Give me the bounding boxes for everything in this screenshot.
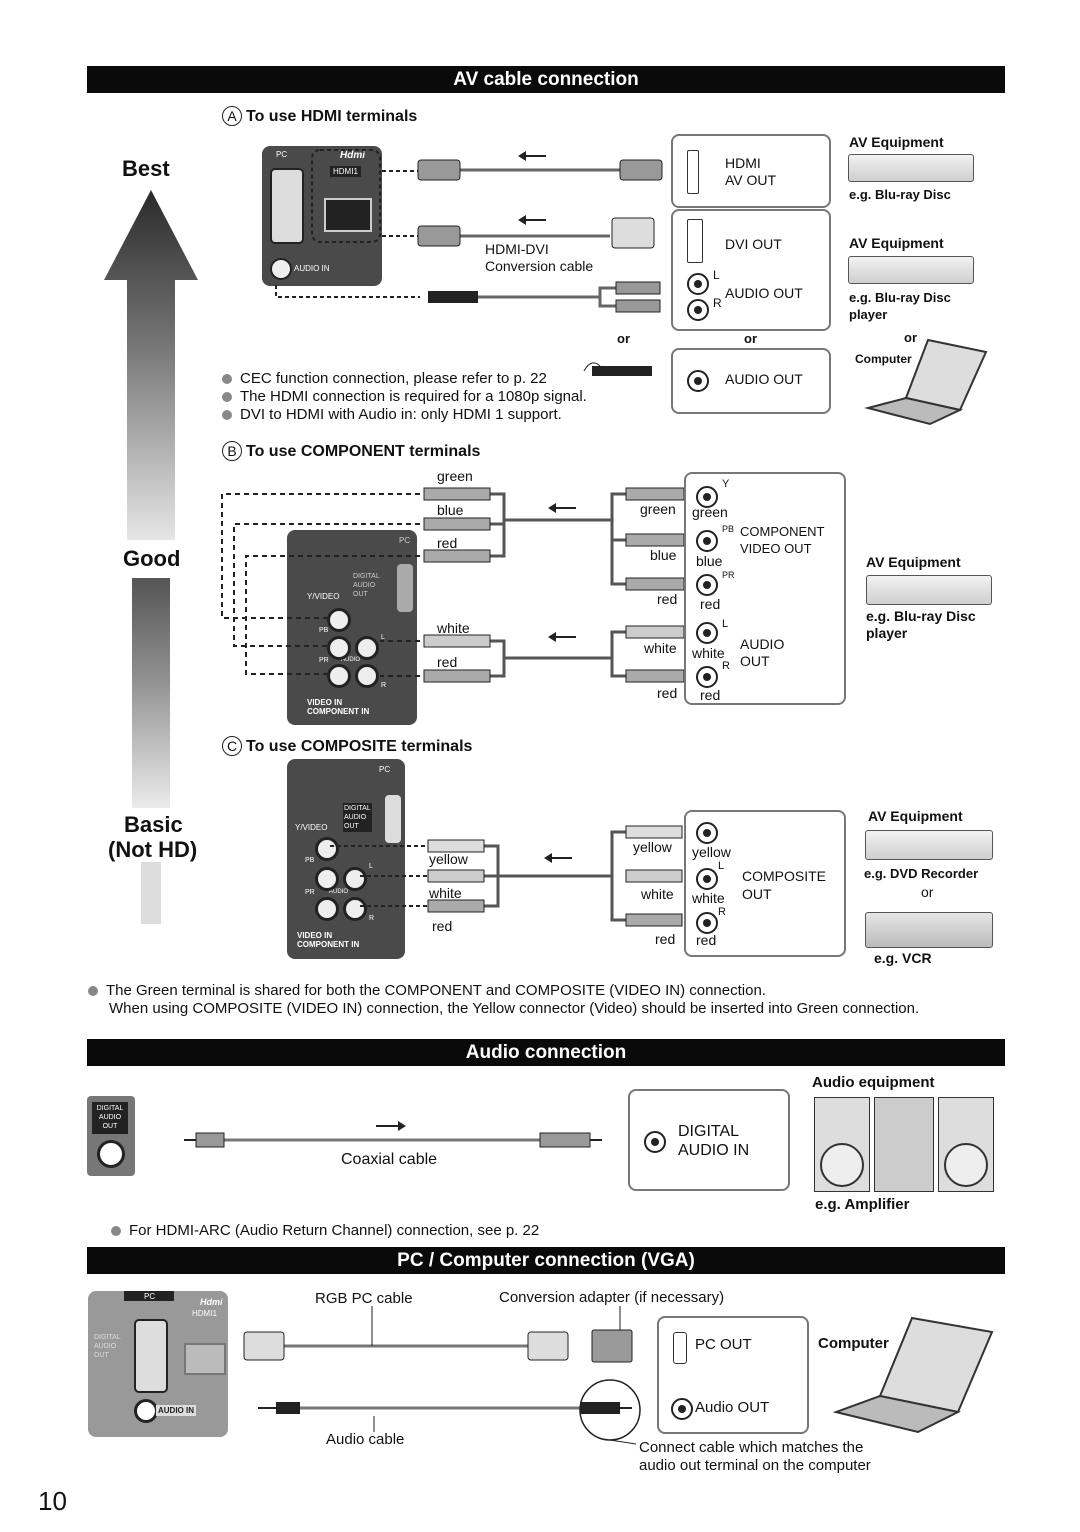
pc-section-header: PC / Computer connection (VGA)	[87, 1247, 1005, 1274]
tv-composite-panel: PC DIGITAL AUDIO OUT Y/VIDEO PB PR AUDIO…	[287, 759, 405, 959]
coaxial-cable-label: Coaxial cable	[341, 1151, 438, 1168]
comp-plug-label: white	[644, 640, 677, 656]
computer-label-2: Computer	[818, 1335, 889, 1352]
comp-plug-label: red	[655, 931, 676, 947]
dvd-recorder-icon	[865, 830, 993, 860]
av-equipment-label-1: AV Equipment	[849, 134, 944, 150]
connect-note-2: audio out terminal on the computer	[639, 1457, 871, 1474]
digital-audio-in-box: DIGITAL AUDIO IN	[628, 1089, 790, 1191]
marker-c-icon: C	[222, 736, 242, 756]
audio-out-l-jack	[687, 273, 709, 295]
rgb-cable-label: RGB PC cable	[315, 1290, 413, 1307]
comp-left-label: yellow	[429, 851, 468, 867]
hdmi-dvi-cable-label: HDMI-DVI	[485, 241, 549, 257]
comp-plug-label: green	[640, 501, 676, 517]
comp-plug-label: blue	[650, 547, 677, 563]
hdmi-av-out-box: HDMI AV OUT	[671, 134, 831, 208]
audio-equipment-label: Audio equipment	[812, 1074, 935, 1091]
marker-b-icon: B	[222, 441, 242, 461]
connect-note-1: Connect cable which matches the	[639, 1439, 864, 1456]
green-note-2: When using COMPOSITE (VIDEO IN) connecti…	[109, 1000, 920, 1017]
audio-section-header: Audio connection	[87, 1039, 1005, 1066]
hdmi-note-3: DVI to HDMI with Audio in: only HDMI 1 s…	[222, 406, 562, 423]
marker-a-icon: A	[222, 106, 242, 126]
comp-left-label: blue	[437, 502, 464, 518]
quality-not-hd-label: (Not HD)	[108, 837, 198, 862]
amplifier-label: e.g. Amplifier	[815, 1196, 910, 1213]
comp-left-label: red	[432, 918, 453, 934]
arc-note: For HDMI-ARC (Audio Return Channel) conn…	[111, 1222, 539, 1239]
comp-plug-label: red	[657, 591, 678, 607]
computer-label-1: Computer	[855, 352, 912, 366]
comp-plug-label: white	[641, 886, 674, 902]
av-equipment-label-4: AV Equipment	[868, 808, 963, 824]
bluray-player-icon	[866, 575, 992, 605]
comp-plug-label: red	[657, 685, 678, 701]
quality-best-label: Best	[122, 156, 170, 181]
tv-component-panel: PC DIGITAL AUDIO OUT Y/VIDEO PB PR AUDIO…	[287, 530, 417, 725]
hdmi-note-2: The HDMI connection is required for a 10…	[222, 388, 587, 405]
comp-plug-label: yellow	[633, 839, 672, 855]
tv-pc-panel: PC Hdmi HDMI1 DIGITAL AUDIO OUT AUDIO IN	[88, 1291, 228, 1437]
hdmi-dvi-cable-label-2: Conversion cable	[485, 258, 594, 274]
amplifier-icon	[814, 1097, 994, 1192]
av-equipment-label-3: AV Equipment	[866, 554, 961, 570]
audio-out-r-jack	[687, 299, 709, 321]
quality-basic-label: Basic	[124, 812, 183, 837]
comp-left-label: white	[437, 620, 470, 636]
tv-hdmi-panel: PC Hdmi HDMI1 AUDIO IN	[262, 146, 382, 286]
pc-out-box: PC OUT Audio OUT	[657, 1316, 809, 1434]
bluray-player-icon	[848, 256, 974, 284]
audio-cable-label: Audio cable	[326, 1431, 405, 1448]
hdmi-note-1: CEC function connection, please refer to…	[222, 370, 547, 387]
av-equipment-label-2: AV Equipment	[849, 235, 944, 251]
av-section-header: AV cable connection	[87, 66, 1005, 93]
digital-audio-out-panel: DIGITAL AUDIO OUT	[87, 1096, 135, 1176]
adapter-label: Conversion adapter (if necessary)	[499, 1289, 725, 1306]
comp-left-label: white	[429, 885, 462, 901]
comp-left-label: red	[437, 535, 458, 551]
component-out-box: Y PB PR L R green blue red white red COM…	[684, 472, 846, 705]
vcr-icon	[865, 912, 993, 948]
audio-out-box: AUDIO OUT	[671, 348, 831, 414]
bluray-player-icon	[848, 154, 974, 182]
dvi-out-box: DVI OUT L R AUDIO OUT	[671, 209, 831, 331]
comp-left-label: red	[437, 654, 458, 670]
green-note-1: The Green terminal is shared for both th…	[88, 982, 766, 999]
quality-good-label: Good	[123, 546, 181, 571]
comp-left-label: green	[437, 468, 473, 484]
composite-out-box: L R yellow white red COMPOSITE OUT	[684, 810, 846, 957]
page-number: 10	[38, 1486, 67, 1516]
